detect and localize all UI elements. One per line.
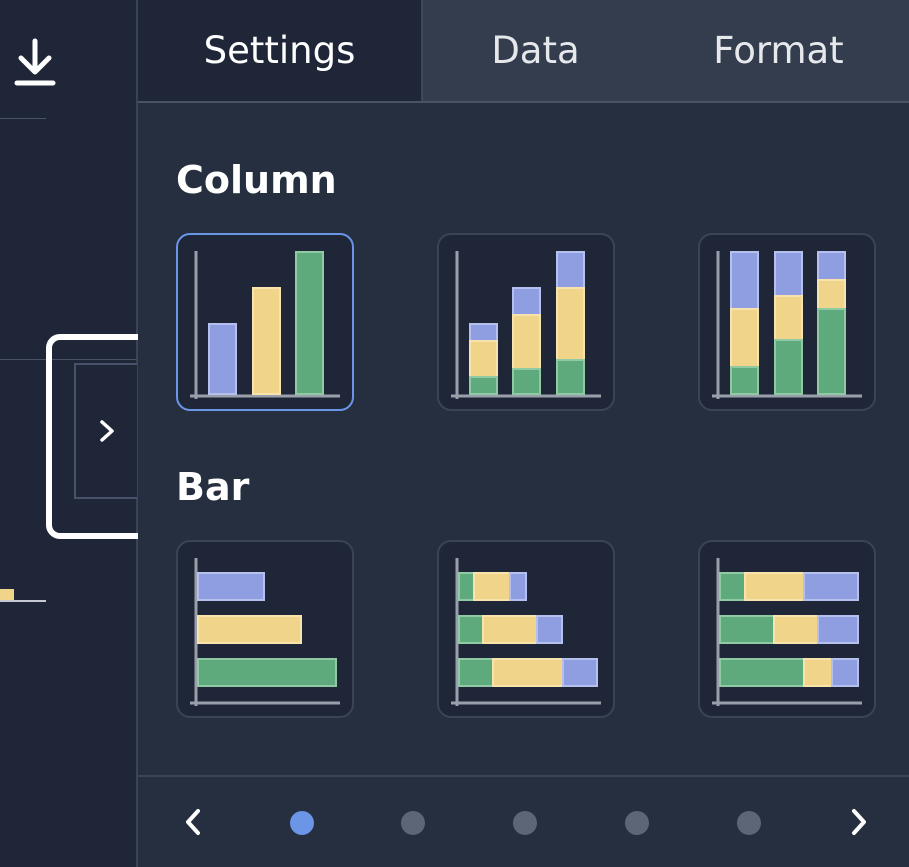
section-title-column: Column [176,158,337,202]
chart-type-column-clustered[interactable] [176,233,354,411]
tab-data[interactable]: Data [491,29,580,72]
page-dot-4[interactable] [625,811,649,835]
bar-stacked-icon [451,558,601,706]
left-divider [136,0,138,867]
chart-type-column-stacked[interactable] [437,233,615,411]
prev-page-button[interactable] [175,804,211,840]
page-dot-1[interactable] [290,811,314,835]
column-100-stacked-icon [712,251,862,399]
column-stacked-icon [451,251,601,399]
footer-divider [138,775,909,777]
section-title-bar: Bar [176,465,250,509]
page-dot-2[interactable] [401,811,425,835]
column-clustered-icon [190,251,340,399]
chart-type-bar-clustered[interactable] [176,540,354,718]
download-icon [14,38,56,86]
next-page-button[interactable] [841,804,877,840]
chart-type-column-100-stacked[interactable] [698,233,876,411]
bar-100-stacked-icon [712,558,862,706]
chevron-right-icon [99,420,114,442]
pagination [138,777,909,867]
chart-settings-panel: Settings Data Format Column [138,0,909,867]
strip-divider [0,359,137,360]
chevron-right-icon [852,809,866,835]
chevron-left-icon [186,809,200,835]
download-button[interactable] [0,6,70,118]
page-dot-5[interactable] [737,811,761,835]
tab-format[interactable]: Format [713,29,844,72]
chart-preview-fragment [0,589,14,600]
page-dot-3[interactable] [513,811,537,835]
tab-settings[interactable]: Settings [138,0,423,101]
strip-divider [0,118,46,119]
collapse-panel-button[interactable] [74,363,137,499]
bar-clustered-icon [190,558,340,706]
tab-bar: Settings Data Format [138,0,909,103]
chart-type-bar-stacked[interactable] [437,540,615,718]
chart-preview-axis [0,600,46,602]
chart-type-bar-100-stacked[interactable] [698,540,876,718]
